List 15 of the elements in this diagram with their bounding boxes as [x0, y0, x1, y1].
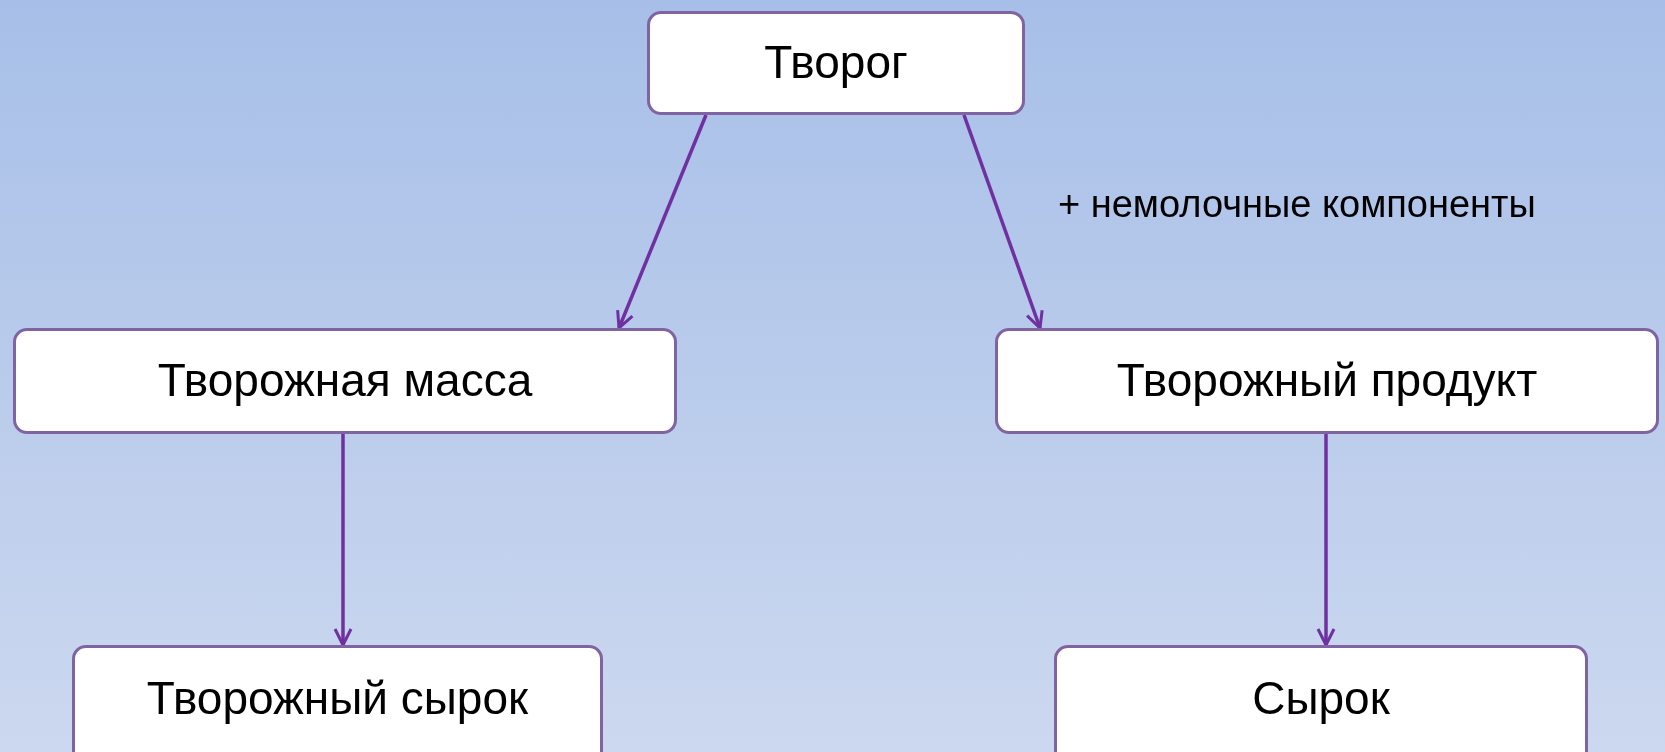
- process-box: [995, 328, 1659, 434]
- node-label: Творожная масса: [157, 353, 533, 409]
- node-label: Творог: [764, 35, 908, 91]
- arrow: [962, 114, 1044, 330]
- node-label: Сырок: [1252, 671, 1390, 726]
- edge-label: + немолочные компоненты: [1058, 182, 1536, 227]
- process-box: [72, 645, 603, 752]
- arrow: [1316, 434, 1336, 647]
- process-box: [647, 11, 1025, 115]
- arrow: [333, 434, 353, 647]
- process-box: [13, 328, 677, 434]
- node-label: Творожный продукт: [1116, 353, 1538, 409]
- process-box: [1054, 645, 1588, 752]
- arrow: [616, 114, 708, 330]
- node-label: Творожный сырок: [146, 671, 529, 726]
